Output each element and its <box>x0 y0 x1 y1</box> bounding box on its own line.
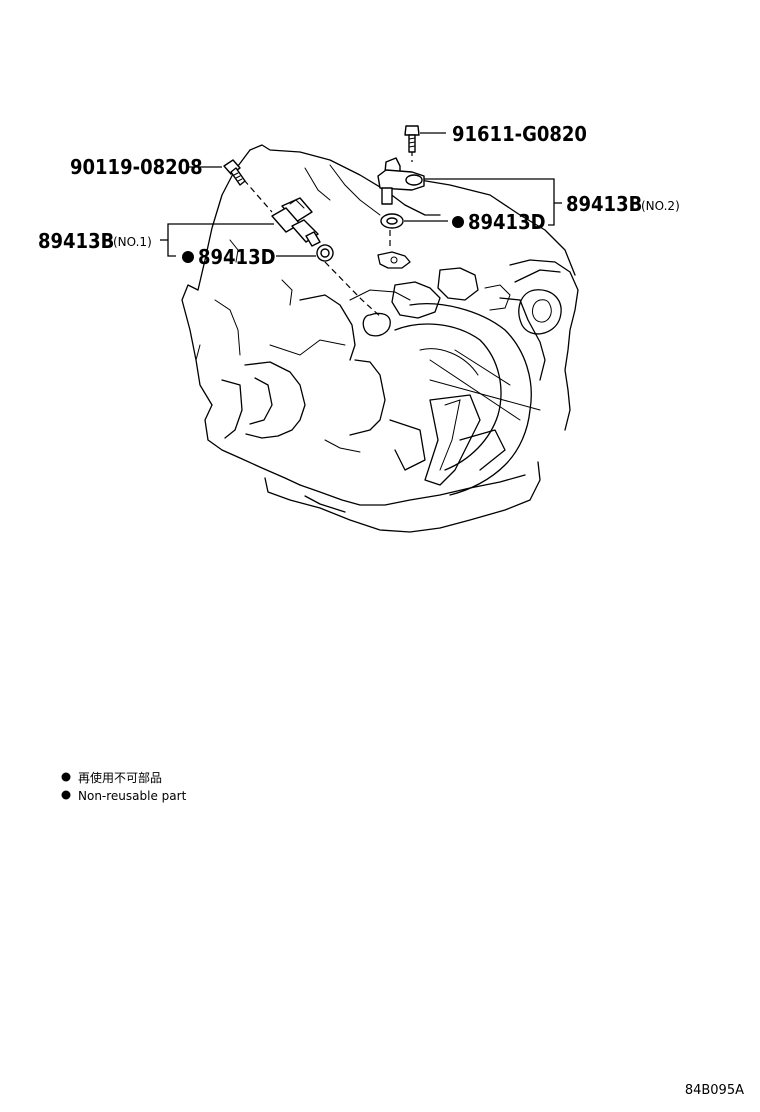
non-reusable-marker-left <box>182 251 194 263</box>
label-sensor-no2-code[interactable]: 89413B <box>566 192 642 216</box>
label-bolt-90119-08208[interactable]: 90119-08208 <box>70 155 203 179</box>
speed-sensor-no2-part <box>377 157 425 205</box>
non-reusable-marker-right <box>452 216 464 228</box>
label-oring-89413d-left[interactable]: 89413D <box>198 245 276 269</box>
oring-right-part <box>380 213 404 229</box>
legend-bullet-icon <box>61 772 71 782</box>
label-sensor-no1-code[interactable]: 89413B <box>38 229 114 253</box>
bolt-right-part <box>404 125 420 153</box>
illustration-code: 84B095A <box>685 1083 744 1098</box>
label-oring-89413d-right[interactable]: 89413D <box>468 210 546 234</box>
label-sensor-no2-qualifier: (NO.2) <box>641 199 680 213</box>
legend-item-english: Non-reusable part <box>78 789 187 803</box>
legend-item-japanese: 再使用不可部品 <box>78 770 162 785</box>
legend-bullet-icon <box>61 790 71 800</box>
part-labels: 90119-08208 91611-G0820 89413B (NO.2) 89… <box>38 122 680 269</box>
oring-left-part <box>316 244 334 262</box>
label-sensor-no1-qualifier: (NO.1) <box>113 235 152 249</box>
label-bolt-91611-g0820[interactable]: 91611-G0820 <box>452 122 587 146</box>
legend: 再使用不可部品 Non-reusable part <box>61 770 187 803</box>
leader-lines <box>160 132 562 257</box>
speed-sensor-no1-part <box>271 197 321 247</box>
transmission-housing-illustration <box>181 144 579 533</box>
bolt-left-part <box>223 159 246 186</box>
